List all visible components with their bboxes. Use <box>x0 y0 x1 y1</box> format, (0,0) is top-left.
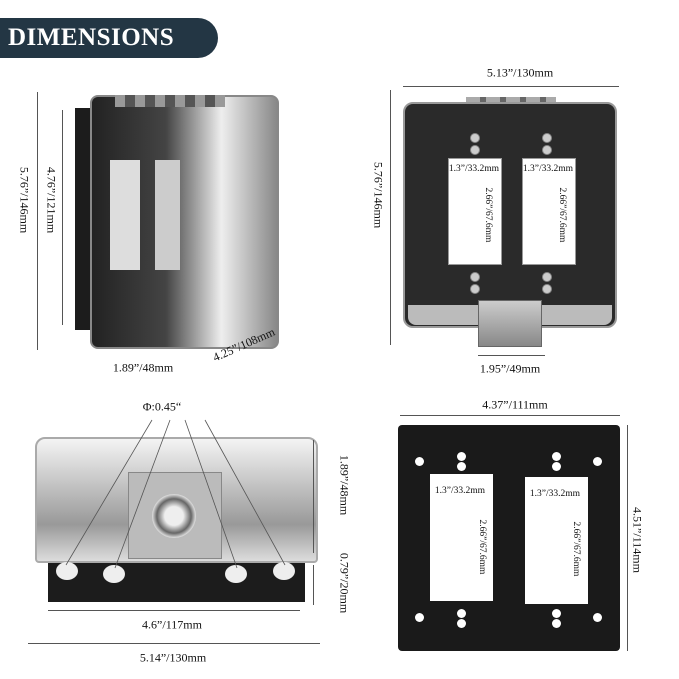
gasket-width-label: 4.37”/111mm <box>482 397 548 412</box>
knockout-hole <box>225 565 247 583</box>
dimension-line <box>403 86 619 87</box>
mounting-hole <box>593 613 602 622</box>
knockout-hole <box>103 565 125 583</box>
screw-hole <box>470 284 480 294</box>
hole-diameter-label: Φ:0.45“ <box>142 399 182 414</box>
opening-width-label: 1.3”/33.2mm <box>529 489 581 499</box>
opening-width-label: 1.3”/33.2mm <box>434 486 486 496</box>
opening-height-label: 2.66”/67.6mm <box>571 521 581 577</box>
mounting-hole <box>457 452 466 461</box>
knockout-hole <box>56 562 78 580</box>
gasket-height-label: 4.51”/114mm <box>630 507 645 573</box>
dimension-line <box>48 610 300 611</box>
screw-hole <box>470 133 480 143</box>
outlet-opening <box>448 158 502 265</box>
height-inner-label: 4.76”/121mm <box>44 166 59 234</box>
mounting-hole <box>552 452 561 461</box>
opening-height-label: 2.66”/67.6mm <box>557 187 567 243</box>
dimension-line <box>28 643 320 644</box>
key-lock <box>152 494 196 538</box>
lock-hasp <box>478 300 542 347</box>
front-height-label: 5.76”/146mm <box>371 161 386 229</box>
screw-hole <box>542 284 552 294</box>
cover-height-label: 1.89”/48mm <box>337 454 352 516</box>
base <box>48 560 305 602</box>
mounting-hole <box>593 457 602 466</box>
gasket-opening <box>525 477 588 604</box>
mounting-hole <box>552 619 561 628</box>
dimension-line <box>478 355 545 356</box>
screw-hole <box>542 145 552 155</box>
mounting-hole <box>457 619 466 628</box>
outlet-opening <box>522 158 576 265</box>
height-total-label: 5.76”/146mm <box>17 166 32 234</box>
depth-label: 1.89”/48mm <box>112 360 174 375</box>
base-height-label: 0.79”/20mm <box>337 552 352 614</box>
inner-width-label: 4.6”/117mm <box>142 617 202 632</box>
mounting-hole <box>457 609 466 618</box>
mounting-hole <box>415 613 424 622</box>
screw-hole <box>470 272 480 282</box>
dimension-line <box>313 440 314 553</box>
dimension-line <box>390 90 391 345</box>
opening-width-label: 1.3”/33.2mm <box>522 164 574 174</box>
dimension-line <box>62 110 63 325</box>
opening-height-label: 2.66”/67.6mm <box>483 187 493 243</box>
box-frame <box>403 102 617 328</box>
screw-hole <box>542 272 552 282</box>
opening-height-label: 2.66”/67.6mm <box>477 519 487 575</box>
dimension-line <box>37 92 38 350</box>
dimension-line <box>400 415 620 416</box>
mounting-hole <box>457 462 466 471</box>
lock-width-label: 1.95”/49mm <box>479 361 541 376</box>
opening-width-label: 1.3”/33.2mm <box>448 164 500 174</box>
outer-width-label: 5.14”/130mm <box>139 650 207 665</box>
screw-hole <box>542 133 552 143</box>
dimension-line <box>627 425 628 651</box>
mounting-hole <box>552 462 561 471</box>
cover-window <box>155 160 180 270</box>
mounting-hole <box>552 609 561 618</box>
screw-hole <box>470 145 480 155</box>
hinge <box>115 95 225 107</box>
mounting-hole <box>415 457 424 466</box>
dimension-line <box>313 565 314 605</box>
gasket-opening <box>430 474 493 601</box>
dimensions-badge: DIMENSIONS <box>0 18 218 58</box>
front-width-label: 5.13”/130mm <box>486 65 554 80</box>
cover-window <box>110 160 140 270</box>
knockout-hole <box>273 562 295 580</box>
